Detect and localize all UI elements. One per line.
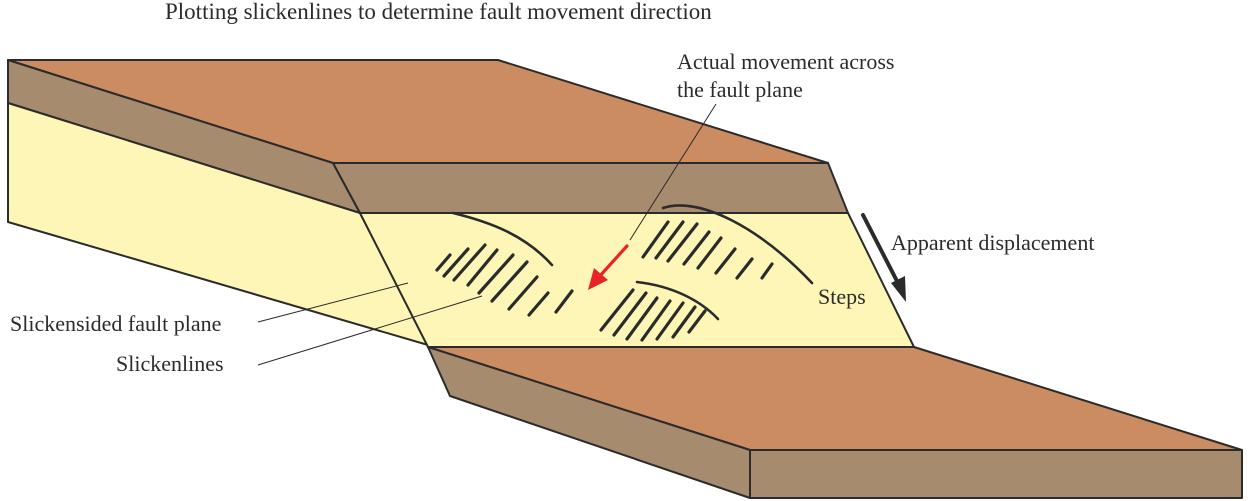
fault-scarp-brown-layer [332,162,849,214]
slickenline [696,236,723,270]
lower-block-brown-layer-side [749,449,1243,499]
steps-label: Steps [818,284,866,309]
slickenline [452,243,487,282]
slickenline [612,291,648,337]
slickenline [435,253,452,272]
apparent-displacement-label: Apparent displacement [891,230,1094,255]
slickenline [527,291,550,317]
slickenlines-left-group [435,211,574,317]
slickenline [654,220,685,260]
upper-block [7,59,849,346]
slickensided-fault-plane-leader [257,282,409,323]
apparent-displacement-arrowhead [891,276,906,302]
slickenlines-leader [257,295,483,366]
actual-movement-leader [629,103,717,241]
slickenline [682,230,711,266]
slickenline [760,262,774,280]
step-line [635,280,720,321]
actual-movement-arrowhead [588,268,608,290]
actual-movement-arrow [588,244,629,290]
slickenline [442,247,470,278]
diagram-title: Plotting slickenlines to determine fault… [165,0,712,24]
slickenline [735,257,754,280]
apparent-displacement-arrow [861,213,906,302]
slickenline [477,253,515,295]
step-line [451,211,554,267]
lower-block [427,346,1243,499]
slickenline [687,309,707,334]
actual-movement-label-line1: Actual movement across [677,49,895,74]
slickensided-fault-plane-label: Slickensided fault plane [10,311,221,336]
slickenline [507,275,539,311]
slickenline [466,248,499,287]
slickenline [666,222,699,263]
slickenline [641,220,670,259]
step-line [661,204,814,285]
slickenline [599,288,635,332]
slickenline [671,305,697,339]
slickenlines-label: Slickenlines [116,351,224,376]
slickenlines-lower-group [599,280,720,342]
slickenlines-right-group [641,204,814,285]
slickenline [554,289,574,314]
slickenline [490,260,529,303]
slickenline [655,301,685,341]
slickenline [714,247,737,275]
actual-movement-label-line2: the fault plane [677,77,803,102]
slickenline [625,296,659,341]
slickenline [640,299,672,342]
